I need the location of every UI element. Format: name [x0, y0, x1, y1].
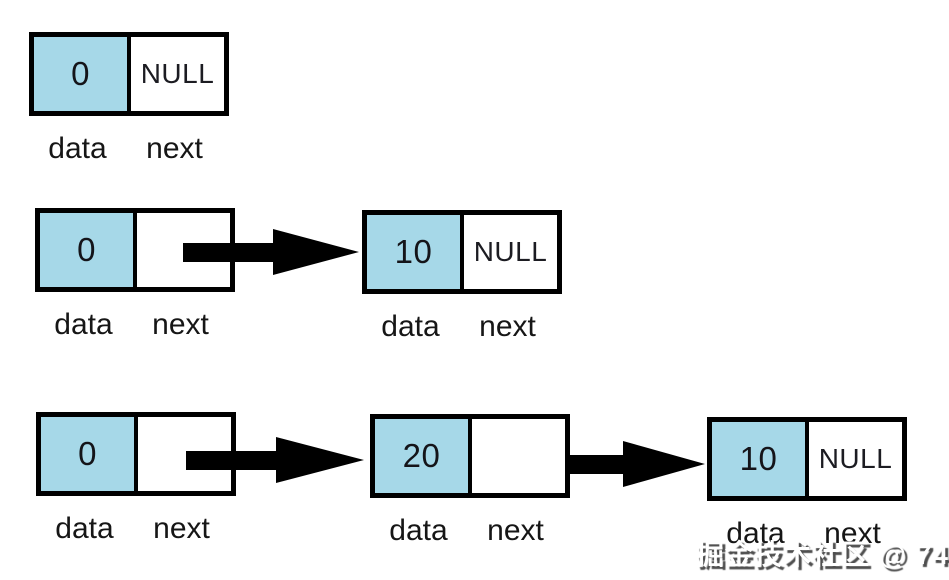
node-labels: data next	[707, 517, 907, 551]
list-node: 10 NULL data next	[362, 210, 562, 344]
node-box: 10 NULL	[362, 210, 562, 294]
node-box: 10 NULL	[707, 417, 907, 501]
data-cell: 20	[375, 419, 472, 493]
node-box: 0	[35, 208, 235, 292]
data-label: data	[48, 132, 107, 165]
node-labels: data next	[29, 132, 229, 166]
data-cell: 10	[367, 215, 464, 289]
data-label: data	[726, 517, 785, 550]
data-label: data	[54, 308, 113, 341]
next-label: next	[479, 310, 536, 343]
next-label: next	[487, 514, 544, 547]
next-label: next	[824, 517, 881, 550]
next-cell: NULL	[131, 37, 224, 111]
node-labels: data next	[36, 512, 236, 546]
list-node: 10 NULL data next	[707, 417, 907, 551]
data-label: data	[381, 310, 440, 343]
node-labels: data next	[362, 310, 562, 344]
node-box: 0 NULL	[29, 32, 229, 116]
next-pointer-arrow-icon	[186, 437, 364, 483]
list-node: 0 data next	[35, 208, 235, 342]
list-node: 0 NULL data next	[29, 32, 229, 166]
node-box: 20	[370, 414, 570, 498]
next-cell	[472, 419, 565, 493]
next-label: next	[152, 308, 209, 341]
data-cell: 10	[712, 422, 809, 496]
next-cell: NULL	[809, 422, 902, 496]
list-node: 20 data next	[370, 414, 570, 548]
node-labels: data next	[370, 514, 570, 548]
node-labels: data next	[35, 308, 235, 342]
next-label: next	[153, 512, 210, 545]
data-cell: 0	[40, 213, 137, 287]
data-cell: 0	[41, 417, 138, 491]
watermark: 掘金技术社区 @ 744	[696, 539, 949, 570]
next-pointer-arrow-icon	[183, 229, 359, 275]
next-cell: NULL	[464, 215, 557, 289]
next-pointer-arrow-icon	[567, 441, 705, 487]
next-label: next	[146, 132, 203, 165]
data-cell: 0	[34, 37, 131, 111]
data-label: data	[55, 512, 114, 545]
data-label: data	[389, 514, 448, 547]
